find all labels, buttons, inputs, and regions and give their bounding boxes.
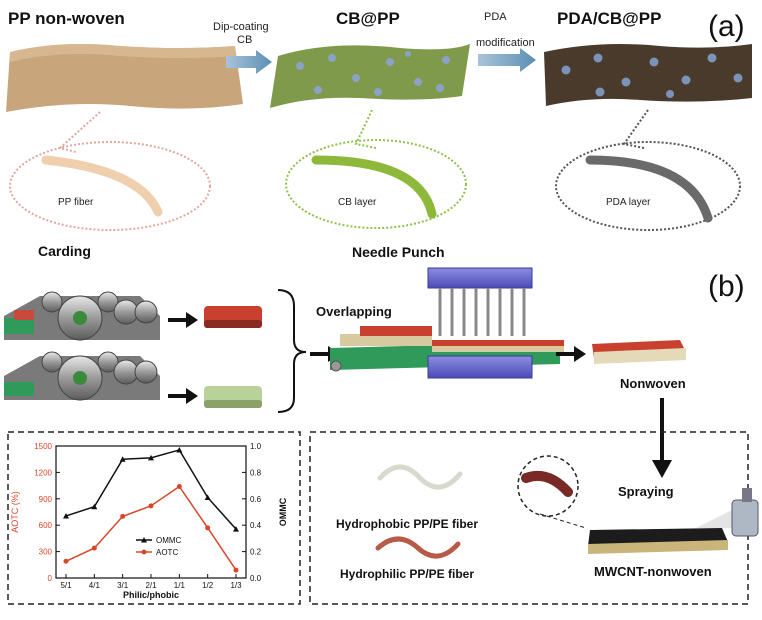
carding-arrow-top [168,312,198,328]
pp-fabric-highlight [10,44,236,62]
left-tick-label: 1500 [34,442,52,451]
dashed-fiber-region [309,431,749,605]
hydrophobic-fiber-icon [377,464,463,490]
pp-fiber-label: PP fiber [58,197,94,208]
legend-marker-aotc [141,549,147,555]
panel-a-label: (a) [708,10,745,43]
legend-label-aotc: AOTC [156,548,178,557]
right-tick-label: 0.0 [250,574,262,583]
magnified-fiber-callout [517,455,587,529]
hydrophobic-fiber-label: Hydrophobic PP/PE fiber [336,517,478,531]
chart-plot-frame [55,445,247,579]
cb-pp-fabric [270,44,470,108]
legend-label-ommc: OMMC [156,536,182,545]
right-tick-label: 0.2 [250,548,262,557]
panel-b-label: (b) [708,270,745,303]
merge-bracket [277,289,307,413]
point-aotc [176,483,182,489]
point-ommc [63,512,69,519]
x-tick-label: 1/1 [174,581,186,590]
spraying-label: Spraying [618,484,674,499]
green-web-layer [204,386,262,408]
left-axis-label: AOTC (%) [10,491,20,533]
cb-particles [296,51,450,96]
left-tick-label: 0 [48,574,53,583]
point-ommc [233,526,239,532]
left-tick-label: 300 [39,548,53,557]
carding-machine-bottom [4,351,160,401]
chart-box [7,431,301,605]
point-ommc [148,454,154,461]
pp-fiber-callout [9,111,211,231]
stage-pda-cb-pp-title: PDA/CB@PP [557,9,661,28]
right-axis-label: OMMC [278,497,288,526]
point-aotc [148,503,154,509]
hydrophilic-fiber-label: Hydrophilic PP/PE fiber [340,567,474,581]
to-spraying-arrow [652,398,672,478]
right-tick-label: 0.4 [250,521,262,530]
point-ommc [176,446,183,453]
stage-pp-nonwoven-title: PP non-woven [8,9,125,28]
overlapping-label: Overlapping [316,304,392,319]
stage-cb-pp-title: CB@PP [336,9,400,28]
legend-marker-ommc [141,537,147,543]
nonwoven-sheet [592,340,686,364]
pda-cb-pp-fabric [544,44,752,106]
series-line-ommc [65,449,237,530]
point-aotc [120,513,126,519]
point-aotc [233,567,239,573]
x-tick-label: 1/2 [202,581,214,590]
pda-layer-callout [555,109,741,231]
mwcnt-nonwoven-sheet [588,528,728,554]
cb-layer-label: CB layer [338,197,377,208]
left-tick-label: 900 [39,495,53,504]
spray-gun [696,488,759,537]
pp-nonwoven-fabric [6,44,243,112]
right-tick-label: 0.6 [250,495,262,504]
red-web-layer [204,306,262,328]
right-tick-label: 1.0 [250,442,262,451]
pda-particles [561,53,743,98]
x-tick-label: 5/1 [60,581,72,590]
point-aotc [63,558,69,564]
x-tick-label: 4/1 [89,581,101,590]
arrow1-text-line2: CB [237,34,252,46]
x-tick-label: 2/1 [145,581,157,590]
arrow2-text-line1: PDA [484,11,507,23]
point-ommc [91,503,98,510]
left-tick-label: 600 [39,521,53,530]
arrow1-text-line1: Dip-coating [213,21,269,33]
hydrophilic-fiber-icon [375,536,461,559]
carding-arrow-bottom [168,388,198,404]
nonwoven-label: Nonwoven [620,376,686,391]
needle-punch-label: Needle Punch [352,244,445,260]
to-nonwoven-arrow [556,346,586,362]
left-tick-label: 1200 [34,468,52,477]
dip-coating-arrow [226,50,272,74]
point-ommc [119,456,126,462]
series-line-aotc [65,485,237,571]
carding-label: Carding [38,243,91,259]
cb-layer-callout [285,109,467,229]
point-aotc [205,525,211,531]
right-tick-label: 0.8 [250,468,262,477]
pda-layer-label: PDA layer [606,197,651,208]
needle-punch-machine [330,267,564,379]
mwcnt-label: MWCNT-nonwoven [594,564,712,579]
x-tick-label: 1/3 [230,581,242,590]
x-tick-label: 3/1 [117,581,129,590]
chart: 0 300 600 900 1200 1500 0.0 0.2 0.4 0.6 0.8 1.0 5/1 4… [10,442,288,600]
arrow2-text-line2: modification [476,37,535,49]
point-ommc [204,494,211,500]
carding-machine-top [4,291,160,341]
point-aotc [91,545,97,551]
x-axis-label: Philic/phobic [123,590,179,600]
pda-modification-arrow [478,48,536,72]
